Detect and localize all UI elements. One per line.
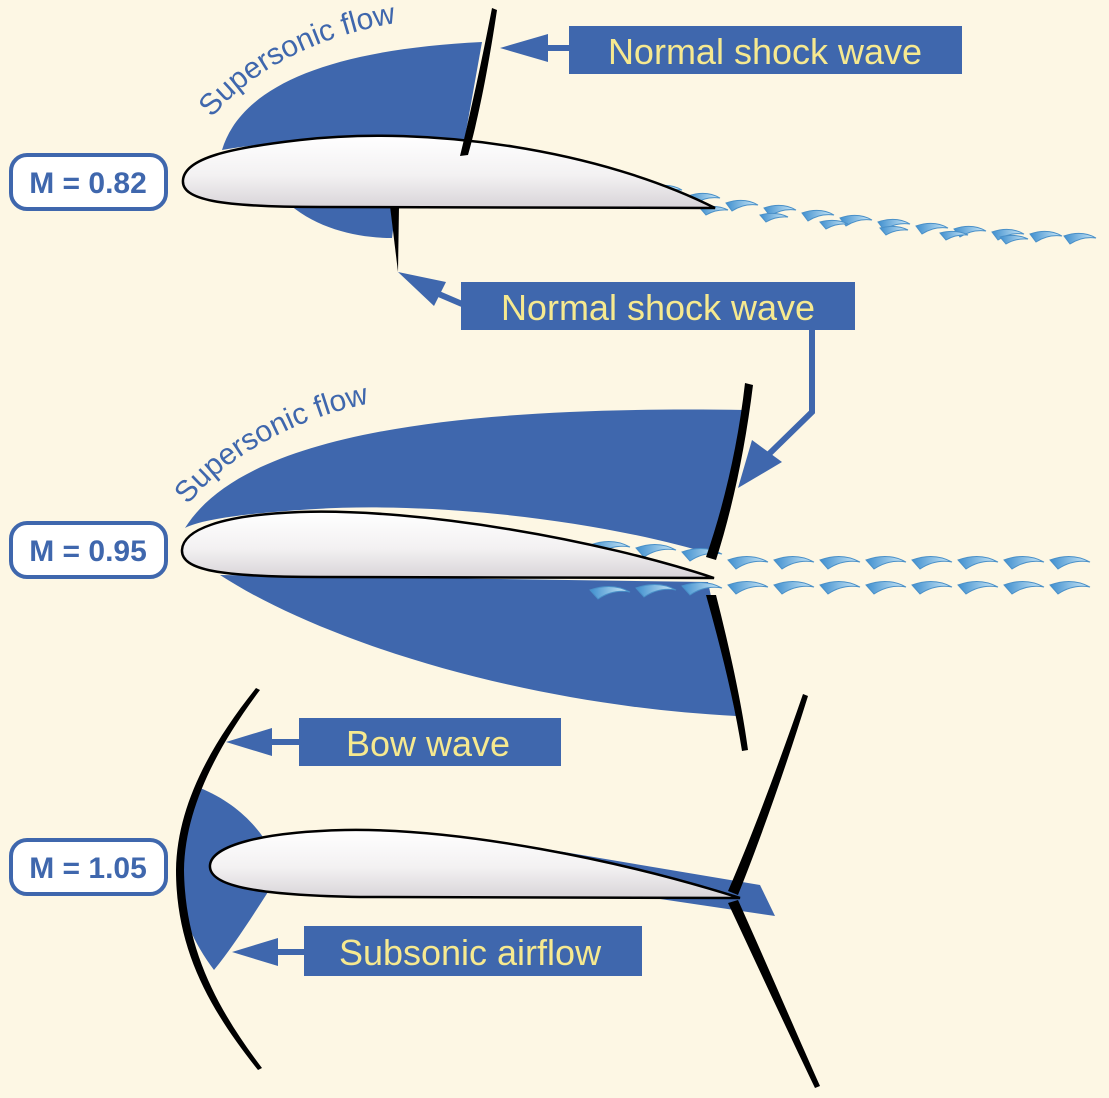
lower-normal-shock (706, 595, 748, 751)
panel-mach-105: M = 1.05 Bow wave Subsonic airflow (9, 688, 820, 1088)
mach-number: M = 0.82 (29, 167, 147, 200)
subsonic-airflow-label: Subsonic airflow (339, 932, 602, 973)
upper-trailing-shock (728, 694, 808, 895)
lower-shock-label: Normal shock wave (501, 287, 815, 328)
airfoil (180, 510, 715, 580)
wake-turbulence (589, 541, 1091, 600)
airfoil (181, 134, 716, 210)
lower-normal-shock (390, 206, 399, 272)
upper-shock-label: Normal shock wave (608, 31, 922, 72)
upper-supersonic-region (185, 409, 745, 555)
lower-supersonic-region (220, 575, 736, 716)
lower-trailing-shock (728, 900, 820, 1088)
lower-shock-arrowhead (398, 272, 446, 306)
bow-wave-label: Bow wave (346, 723, 510, 764)
upper-shock-label-box (569, 26, 962, 74)
panel-mach-095: M = 0.95 Supersonic flow (9, 378, 1091, 751)
mach-badge (9, 153, 168, 211)
subsonic-arrowhead (232, 938, 278, 966)
lower-supersonic-region (290, 205, 396, 238)
mach-badge (9, 838, 168, 896)
mach-number: M = 0.95 (29, 535, 147, 568)
mach-badge (9, 521, 168, 579)
subsonic-label-box (304, 926, 642, 976)
bow-wave-arrowhead (226, 728, 272, 756)
mach-number: M = 1.05 (29, 852, 147, 885)
upper-normal-shock (460, 8, 497, 156)
upper-shock-arrowhead (500, 34, 548, 62)
panel2-shock-arrowhead (738, 440, 782, 488)
upper-supersonic-region (222, 42, 482, 154)
subsonic-region (179, 788, 268, 970)
bow-wave-label-box (299, 718, 561, 766)
panel2-shock-connector (765, 330, 815, 458)
lower-shock-label-box (461, 282, 855, 330)
airfoil (208, 828, 741, 900)
bow-wave (176, 688, 262, 1070)
upper-normal-shock (706, 383, 753, 560)
